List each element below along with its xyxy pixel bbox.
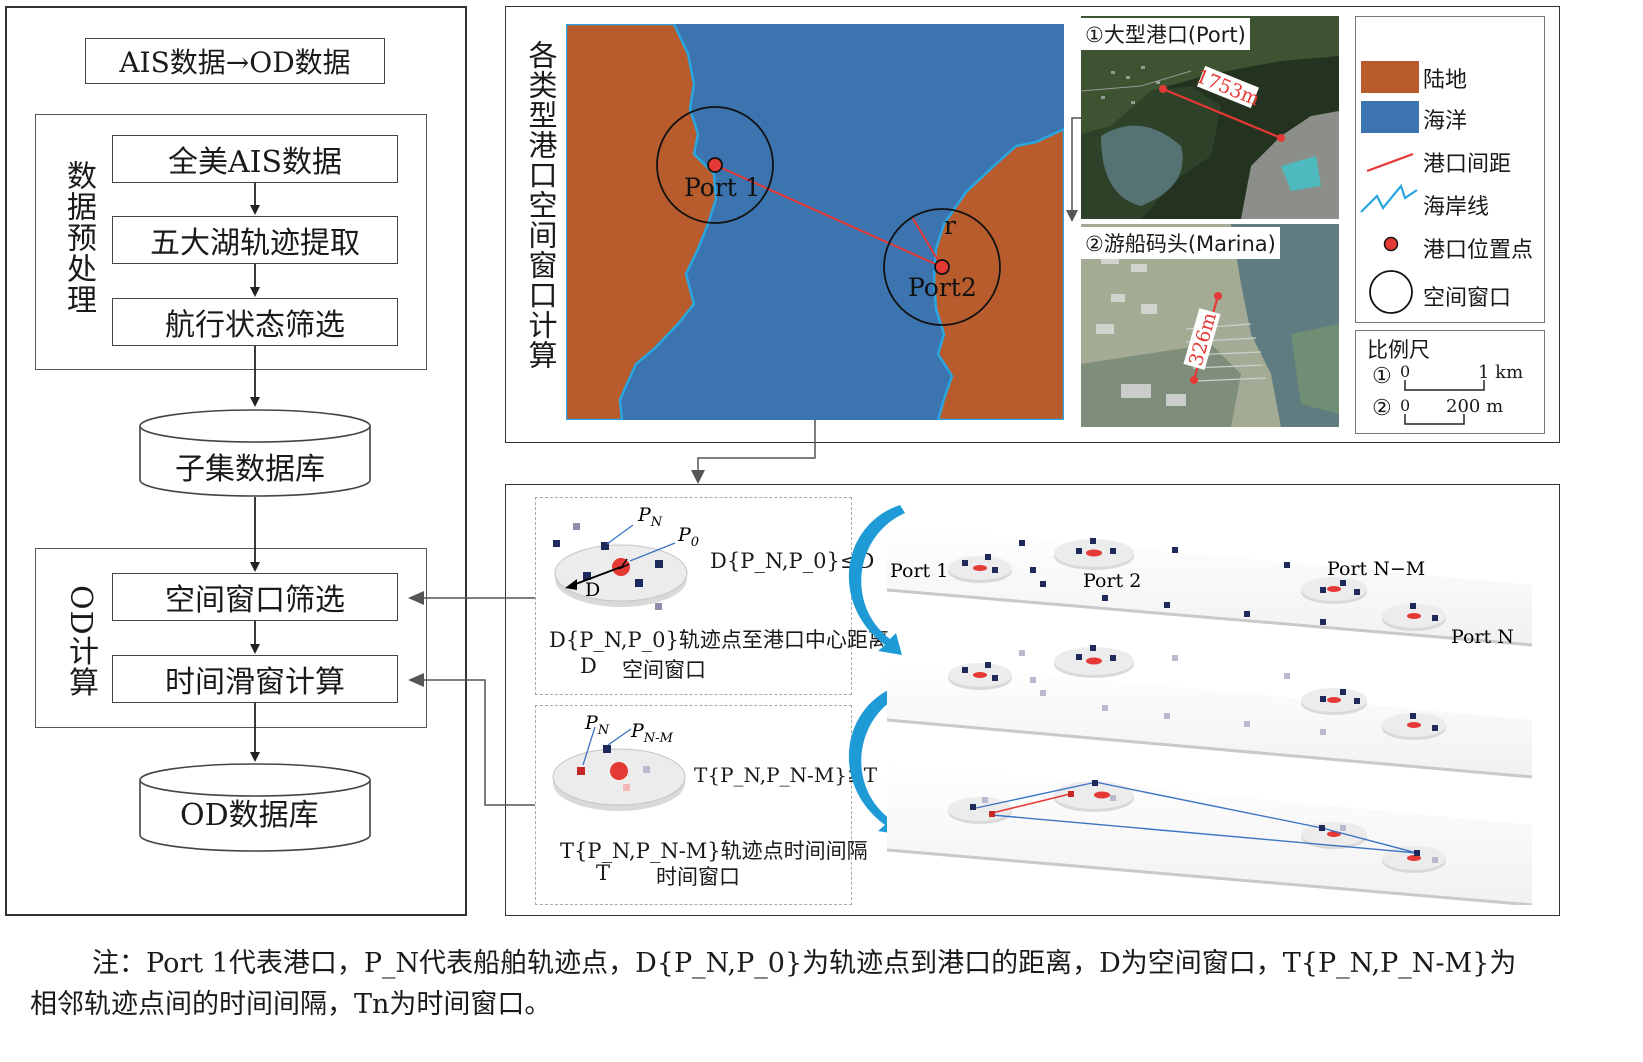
legend-box <box>1355 16 1545 323</box>
space-window-circle-1 <box>656 106 774 224</box>
port-map: Port 1 Port2 r <box>566 24 1064 420</box>
time-pn-label: PN <box>584 712 610 738</box>
flowchart-frame <box>5 6 467 916</box>
step-space-window-label: 空间窗口筛选 <box>165 583 345 618</box>
port1-label: Port 1 <box>684 173 761 202</box>
legend-land-swatch <box>1361 61 1419 93</box>
layer-port2-label: Port 2 <box>1083 570 1141 592</box>
scale-title: 比例尺 <box>1367 338 1430 362</box>
legend-ocean-label: 海洋 <box>1423 109 1468 134</box>
note-line-2: 相邻轨迹点间的时间间隔，Tn为时间窗口。 <box>30 989 552 1020</box>
od-db-cylinder <box>139 763 371 852</box>
flowchart-graphics <box>139 183 371 852</box>
curved-arrows <box>848 505 905 835</box>
space-d-label: D <box>585 579 600 601</box>
scale-end-2: 200 m <box>1446 396 1504 417</box>
scale-end-1: 1 km <box>1478 362 1524 383</box>
port-point-2 <box>934 259 950 275</box>
legend-ocean-swatch <box>1361 101 1419 133</box>
preprocess-group <box>35 114 427 370</box>
preprocess-group-label: 数据预处理 <box>61 160 96 315</box>
curved-arrow-1 <box>848 505 905 655</box>
step-time-window-label: 时间滑窗计算 <box>165 665 345 700</box>
space-window-circle-2 <box>883 208 1001 326</box>
legend-distance-line <box>1366 152 1414 173</box>
port-point-1 <box>707 157 723 173</box>
port2-label: Port2 <box>908 273 977 302</box>
legend-coast-line <box>1360 183 1418 213</box>
step-time-window: 时间滑窗计算 <box>112 655 398 703</box>
step-lake-extract: 五大湖轨迹提取 <box>112 216 398 264</box>
scale-index-1: ① <box>1372 364 1392 389</box>
time-window-dashed-box <box>535 705 852 905</box>
layer-1-plane <box>887 525 1532 645</box>
subset-db-cylinder <box>139 409 371 497</box>
inset-port-label: ①大型港口(Port) <box>1081 18 1250 50</box>
window-panel-title: 各类型港口空间窗口计算 <box>524 40 558 370</box>
step-all-ais: 全美AIS数据 <box>112 135 398 183</box>
time-pnm-label: PN-M <box>630 720 674 746</box>
legend-port-label: 港口位置点 <box>1423 238 1534 263</box>
od-db-label: OD数据库 <box>180 798 319 833</box>
legend-window-label: 空间窗口 <box>1423 286 1512 311</box>
legend-distance-label: 港口间距 <box>1423 152 1512 177</box>
layer-1-ports <box>948 538 1446 631</box>
subset-db-label: 子集数据库 <box>175 452 325 487</box>
space-window-diagram: PN P0 D <box>553 504 699 610</box>
space-window-desc2-symbol: D <box>580 654 597 678</box>
scale-index-2: ② <box>1372 396 1392 421</box>
flow-title-box: AIS数据→OD数据 <box>85 38 385 84</box>
od-group <box>35 548 427 728</box>
space-window-condition: D{P_N,P_0}≤D <box>710 549 875 573</box>
scale-bars <box>1404 380 1485 425</box>
time-window-desc2-symbol: T <box>596 861 611 885</box>
inset-port-distance <box>1162 87 1282 140</box>
window-panel-frame <box>505 6 1560 443</box>
space-p0-label: P0 <box>677 524 699 550</box>
space-window-desc1: D{P_N,P_0}轨迹点至港口中心距离 <box>549 628 889 652</box>
note-line-1: 注：Port 1代表港口，P_N代表船舶轨迹点，D{P_N,P_0}为轨迹点到港… <box>92 948 1517 979</box>
od-group-label: OD计算 <box>63 585 98 698</box>
time-window-condition: T{P_N,P_N-M}≥T <box>694 763 878 787</box>
layer-portnm-label: Port N−M <box>1327 558 1425 580</box>
curved-arrow-2 <box>848 685 905 835</box>
panel-connector <box>691 420 816 484</box>
step-space-window: 空间窗口筛选 <box>112 573 398 621</box>
legend-window-circle <box>1369 270 1413 314</box>
layer-2-plane <box>887 660 1532 777</box>
layer-port1-label: Port 1 <box>890 560 948 582</box>
radius-label: r <box>944 211 956 240</box>
scale-box <box>1355 330 1545 434</box>
space-window-desc2-text: 空间窗口 <box>622 658 706 682</box>
legend-symbols <box>1360 61 1419 314</box>
inset-marina-label: ②游船码头(Marina) <box>1081 227 1280 259</box>
step-status-filter-label: 航行状态筛选 <box>165 308 345 343</box>
time-window-diagram: PN PN-M <box>552 712 686 811</box>
od-panel-frame <box>505 484 1560 916</box>
legend-land-label: 陆地 <box>1423 68 1468 93</box>
layer-3-ports <box>948 780 1446 873</box>
inset-connector <box>1066 117 1082 222</box>
layer-2-ports <box>948 645 1446 740</box>
time-window-desc2-text: 时间窗口 <box>656 865 740 889</box>
layer-portn-label: Port N <box>1451 626 1514 648</box>
space-pn-label: PN <box>637 504 663 530</box>
step-status-filter: 航行状态筛选 <box>112 298 398 346</box>
step-lake-extract-label: 五大湖轨迹提取 <box>150 226 360 261</box>
legend-coast-label: 海岸线 <box>1423 195 1490 220</box>
radius-line <box>911 216 943 268</box>
time-window-desc1: T{P_N,P_N-M}轨迹点时间间隔 <box>560 839 868 863</box>
step-all-ais-label: 全美AIS数据 <box>167 145 343 180</box>
scale-start-1: 0 <box>1400 362 1411 381</box>
flow-title: AIS数据→OD数据 <box>119 46 351 79</box>
legend-port-dot <box>1383 236 1399 252</box>
port-layers: Port 1 Port 2 Port N−M Port N <box>886 525 1533 905</box>
port-distance-line <box>714 164 943 268</box>
left-land <box>566 24 718 420</box>
scale-start-2: 0 <box>1400 396 1411 415</box>
feedback-arrows <box>408 591 535 806</box>
